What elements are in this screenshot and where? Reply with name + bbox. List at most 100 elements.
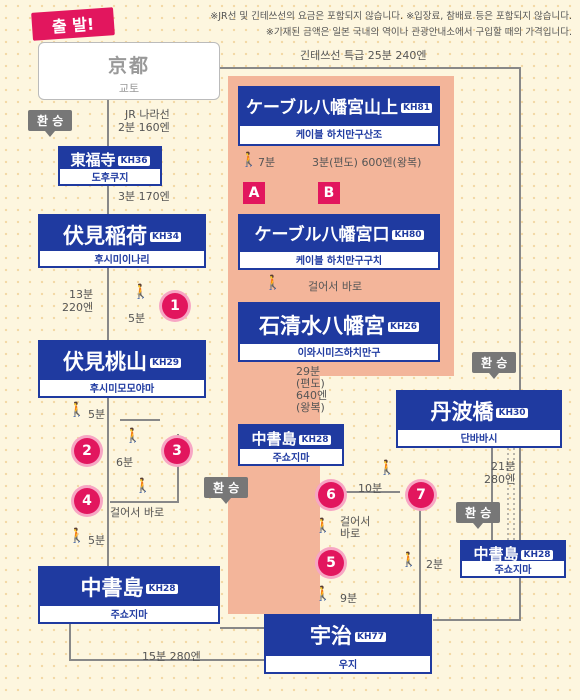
iwashimizu-fare: 29분 (편도) 640엔 (왕복) <box>296 365 328 415</box>
transfer-label-tanbabashi: 환 승 <box>472 352 517 379</box>
walk-icon: 🚶 <box>240 152 258 168</box>
chushojima-mid-code: KH28 <box>299 434 331 445</box>
walk-time-6-to-7: 10분 <box>358 482 383 495</box>
walk-time-2-to-3: 6분 <box>116 456 134 469</box>
chushojima-left-name-ko: 주쇼지마 <box>40 606 218 622</box>
spot-3-badge[interactable]: 3 <box>164 438 190 464</box>
walk-icon: 🚶 <box>264 275 282 291</box>
chushojima-right-name: 中書島 <box>473 545 519 563</box>
tanbabashi-name: 丹波橋 <box>430 400 494 424</box>
walk-icon: 🚶 <box>68 528 86 544</box>
tofukuji-to-inari-fare: 3분 170엔 <box>118 190 170 203</box>
fushimi-momoyama-name: 伏見桃山 <box>62 350 147 374</box>
walk-icon: 🚶 <box>314 518 332 534</box>
fushimi-momoyama-code: KH29 <box>149 358 182 368</box>
iwashimizu-name-ko: 이와시미즈하치만구 <box>240 344 438 360</box>
chushojima-to-uji-fare: 15분 280엔 <box>142 650 201 663</box>
chushojima-mid-name-ko: 주쇼지마 <box>240 449 342 464</box>
iwashimizu-fare-time: 29분 <box>296 365 321 378</box>
walk-icon: 🚶 <box>134 478 152 494</box>
walk-icon: 🚶 <box>400 552 418 568</box>
jr-nara-line-name: JR 나라선 <box>124 108 170 121</box>
walk-right-away-3-to-4: 걸어서 바로 <box>110 506 165 519</box>
spot-2-badge[interactable]: 2 <box>74 438 100 464</box>
chushojima-left-code: KH28 <box>146 584 178 594</box>
kyoto-name-ja: 京都 <box>107 55 150 77</box>
spot-4-badge[interactable]: 4 <box>74 488 100 514</box>
walk-time-to-2: 5분 <box>88 408 106 421</box>
iwashimizu-code: KH26 <box>387 322 420 332</box>
transfer-label-tofukuji: 환 승 <box>28 110 73 137</box>
walk-time-uji-to-5: 9분 <box>340 592 358 605</box>
transfer-label-chushojima: 환 승 <box>204 477 249 504</box>
fushimi-inari-code: KH34 <box>149 232 182 242</box>
spot-6-badge[interactable]: 6 <box>318 482 344 508</box>
inari-momoyama-price: 220엔 <box>62 301 94 315</box>
chushojima-mid-name: 中書島 <box>251 430 297 448</box>
walk-5-to-6-line2: 바로 <box>340 527 361 541</box>
walk-5-to-6-line1: 걸어서 <box>340 515 371 528</box>
chushojima-left-name: 中書島 <box>80 576 144 600</box>
spot-7-badge[interactable]: 7 <box>408 482 434 508</box>
walk-right-away-to-iwashimizu: 걸어서 바로 <box>308 280 363 293</box>
route-a-marker[interactable]: A <box>243 182 265 204</box>
cable-sanjo-name: ケーブル八幡宮山上 <box>245 98 398 118</box>
iwashimizu-name: 石清水八幡宮 <box>258 314 385 338</box>
walk-icon: 🚶 <box>314 586 332 602</box>
cable-sanjo-name-ko: 케이블 하치만구산조 <box>240 126 438 144</box>
iwashimizu-fare-oneway: (편도) <box>296 377 325 391</box>
jr-nara-line-fare: 2분 160엔 <box>118 121 170 135</box>
notice-line-1: ※JR선 및 긴테쓰선의 요금은 포함되지 않습니다. ※입장료, 참배료 등은… <box>210 11 572 22</box>
tanbabashi-to-chushojima-fare: 21분 280엔 <box>484 460 515 486</box>
fushimi-inari-name: 伏見稲荷 <box>62 224 147 248</box>
fushimi-momoyama-name-ko: 후시미모모야마 <box>40 380 204 396</box>
cable-walk-time: 7분 <box>258 156 276 169</box>
cable-guchi-code: KH80 <box>392 230 424 240</box>
start-badge: 출 발! <box>31 7 115 41</box>
spot-5-badge[interactable]: 5 <box>318 550 344 576</box>
inari-to-momoyama-fare: 13분 220엔 <box>62 288 93 314</box>
walk-icon: 🚶 <box>378 460 396 476</box>
spot-1-badge[interactable]: 1 <box>162 293 188 319</box>
tofukuji-code: KH36 <box>118 155 150 166</box>
walk-time-to-chushojima: 5분 <box>88 534 106 547</box>
right-fare-time: 21분 <box>491 460 516 473</box>
kyoto-station[interactable]: 京都 교토 <box>38 42 220 100</box>
right-fare-price: 280엔 <box>484 473 516 487</box>
cable-guchi-name-ko: 케이블 하치만구구치 <box>240 252 438 268</box>
kintetsu-express-note: 긴테쓰선 특급 25분 240엔 <box>300 49 427 62</box>
tanbabashi-code: KH30 <box>496 408 528 418</box>
iwashimizu-fare-round: (왕복) <box>296 401 325 415</box>
uji-code: KH77 <box>354 632 387 642</box>
walk-icon: 🚶 <box>68 402 86 418</box>
cable-ride-fare: 3분(편도) 600엔(왕복) <box>312 156 422 169</box>
cable-guchi-name: ケーブル八幡宮口 <box>254 225 390 245</box>
walk-icon: 🚶 <box>124 428 142 444</box>
walk-5-to-6: 걸어서 바로 <box>340 515 371 541</box>
walk-time-to-1: 5분 <box>128 312 146 325</box>
inari-momoyama-time: 13분 <box>69 288 94 301</box>
jr-nara-line: JR 나라선 2분 160엔 <box>118 108 170 134</box>
walk-icon: 🚶 <box>132 284 150 300</box>
chushojima-right-name-ko: 주쇼지마 <box>462 561 564 576</box>
walk-time-7-to-uji: 2분 <box>426 558 444 571</box>
iwashimizu-fare-price: 640엔 <box>296 389 328 403</box>
route-b-marker[interactable]: B <box>318 182 340 204</box>
kyoto-name-ko: 교토 <box>118 82 140 95</box>
cable-sanjo-code: KH81 <box>400 103 432 113</box>
fushimi-inari-name-ko: 후시미이나리 <box>40 251 204 266</box>
notice-line-2: ※기재된 금액은 일본 국내의 역이나 관광안내소에서 구입할 때의 가격입니다… <box>265 27 572 38</box>
tofukuji-name: 東福寺 <box>70 151 116 169</box>
uji-name: 宇治 <box>309 624 352 648</box>
